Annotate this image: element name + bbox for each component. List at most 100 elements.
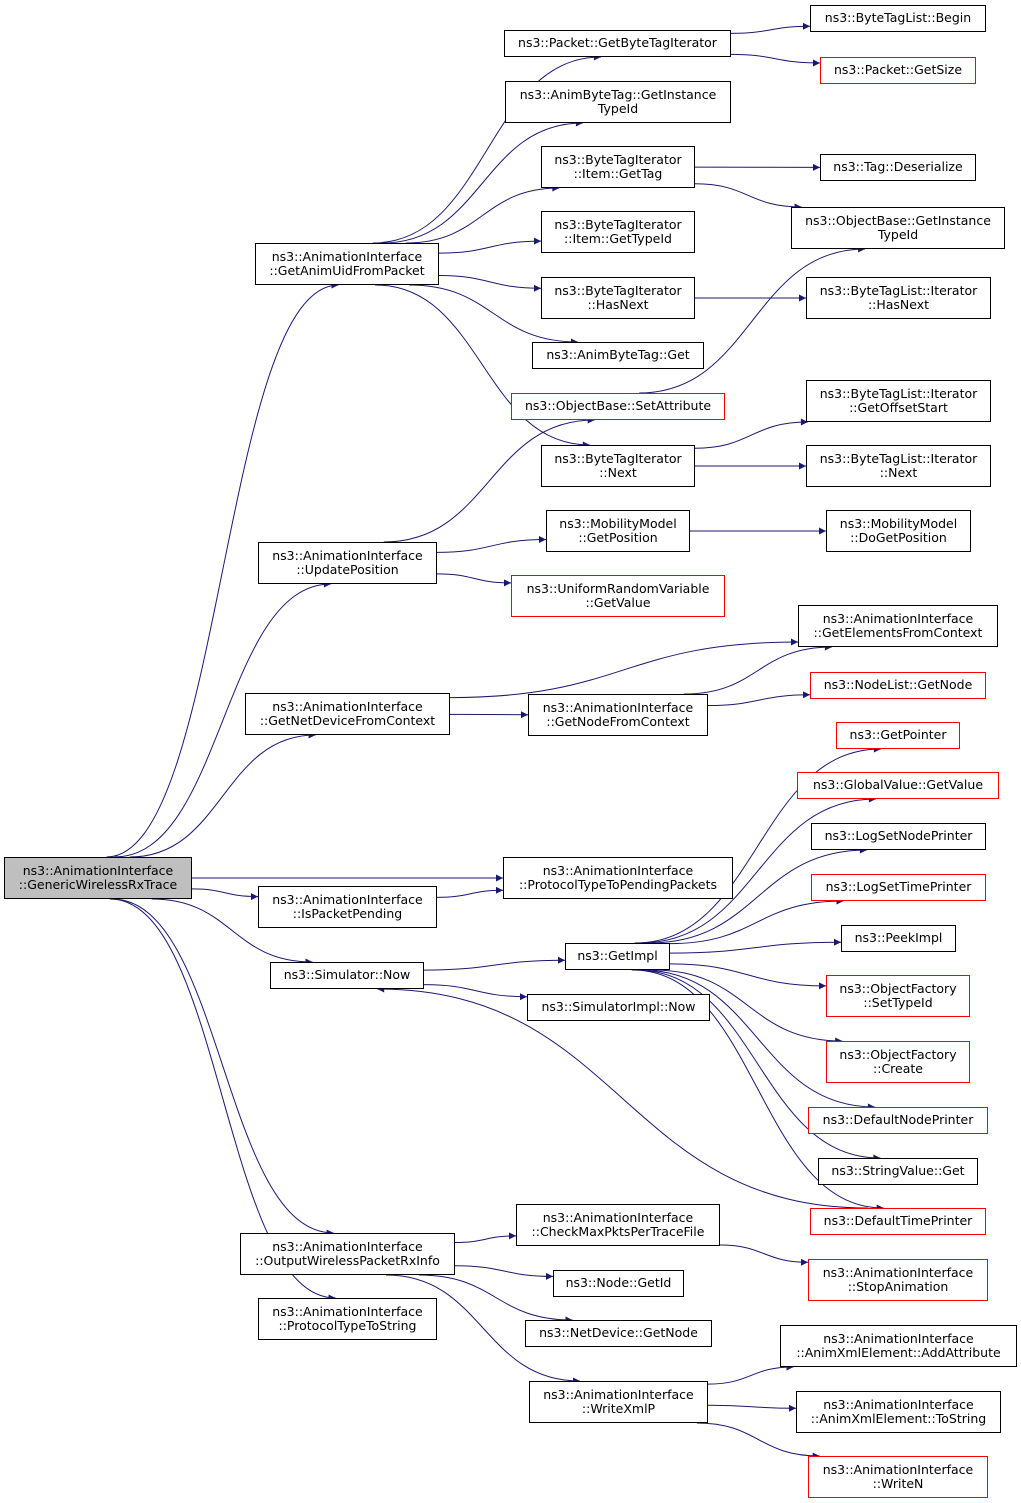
node-outputWireless[interactable]: ns3::AnimationInterface::OutputWirelessP… bbox=[240, 1233, 455, 1275]
node-btlIterGetOffset[interactable]: ns3::ByteTagList::Iterator::GetOffsetSta… bbox=[806, 380, 991, 422]
node-label-line: ns3::AnimationInterface bbox=[272, 1303, 423, 1319]
edge-getAnimUid-to-btiItemGetTypeId bbox=[438, 237, 542, 254]
edge-isPacketPending-to-protoToPending bbox=[436, 886, 504, 898]
edge-outputWireless-to-checkMaxPkts bbox=[454, 1232, 517, 1243]
node-label-line: ::AnimXmlElement::AddAttribute bbox=[796, 1345, 1001, 1360]
node-objFactorySetTypeId[interactable]: ns3::ObjectFactory::SetTypeId bbox=[826, 975, 970, 1017]
node-stopAnimation[interactable]: ns3::AnimationInterface::StopAnimation bbox=[808, 1259, 988, 1301]
node-globalValueGetValue[interactable]: ns3::GlobalValue::GetValue bbox=[797, 772, 999, 799]
node-writeXmlP[interactable]: ns3::AnimationInterface::WriteXmlP bbox=[529, 1381, 708, 1423]
node-label-line: TypeId bbox=[877, 227, 919, 242]
edge-getImpl-to-logSetNodePrinter bbox=[649, 846, 867, 944]
edge-getImpl-to-stringValueGet bbox=[635, 969, 881, 1162]
node-netDevGetNode[interactable]: ns3::NetDevice::GetNode bbox=[525, 1320, 712, 1347]
edge-simNow-to-simImplNow bbox=[423, 984, 528, 1001]
node-btiItemGetTypeId[interactable]: ns3::ByteTagIterator::Item::GetTypeId bbox=[541, 211, 695, 253]
node-getNodeFromContext[interactable]: ns3::AnimationInterface::GetNodeFromCont… bbox=[528, 694, 708, 736]
edge-getNodeFromContext-to-nodeListGetNode bbox=[707, 691, 811, 706]
edge-getByteTagIter-to-btlBegin bbox=[730, 22, 811, 34]
node-label-line: ::GetNetDeviceFromContext bbox=[259, 713, 436, 728]
node-animXmlToString[interactable]: ns3::AnimationInterface::AnimXmlElement:… bbox=[796, 1391, 1001, 1433]
node-label-line: ns3::AnimationInterface bbox=[272, 891, 423, 907]
node-protoToString[interactable]: ns3::AnimationInterface::ProtocolTypeToS… bbox=[258, 1298, 437, 1340]
edge-getImpl-to-defaultTimePrinter bbox=[631, 969, 884, 1212]
node-label-line: ::DoGetPosition bbox=[850, 530, 947, 545]
node-tagDeserialize[interactable]: ns3::Tag::Deserialize bbox=[820, 154, 976, 181]
node-getElements[interactable]: ns3::AnimationInterface::GetElementsFrom… bbox=[798, 605, 998, 647]
node-label-line: ns3::ByteTagList::Iterator bbox=[819, 385, 978, 401]
node-label-line: ::WriteXmlP bbox=[581, 1401, 656, 1416]
edge-root-to-protoToString bbox=[109, 898, 336, 1302]
node-getPointer[interactable]: ns3::GetPointer bbox=[836, 722, 960, 749]
node-animByteTagGet[interactable]: ns3::AnimByteTag::Get bbox=[532, 342, 704, 369]
node-simNow[interactable]: ns3::Simulator::Now bbox=[270, 962, 424, 989]
edge-getImpl-to-objFactoryCreate bbox=[653, 969, 843, 1045]
node-label-line: ::ProtocolTypeToString bbox=[278, 1318, 417, 1333]
edge-getNetDevice-to-getElements bbox=[449, 638, 799, 699]
edge-simNow-to-getImpl bbox=[423, 956, 566, 971]
edge-root-to-simNow bbox=[151, 898, 313, 966]
node-protoToPending[interactable]: ns3::AnimationInterface::ProtocolTypeToP… bbox=[503, 857, 733, 899]
node-getImpl[interactable]: ns3::GetImpl bbox=[565, 943, 670, 970]
node-label-line: ns3::LogSetTimePrinter bbox=[825, 879, 972, 895]
node-peekImpl[interactable]: ns3::PeekImpl bbox=[841, 925, 956, 952]
node-setAttribute[interactable]: ns3::ObjectBase::SetAttribute bbox=[511, 393, 725, 420]
node-writeN[interactable]: ns3::AnimationInterface::WriteN bbox=[808, 1456, 988, 1498]
node-label-line: ::OutputWirelessPacketRxInfo bbox=[255, 1253, 440, 1268]
node-addAttribute[interactable]: ns3::AnimationInterface::AnimXmlElement:… bbox=[780, 1325, 1017, 1367]
edge-outputWireless-to-writeXmlP bbox=[385, 1274, 581, 1385]
node-label-line: ns3::LogSetNodePrinter bbox=[824, 828, 973, 844]
node-getAnimUid[interactable]: ns3::AnimationInterface::GetAnimUidFromP… bbox=[255, 243, 439, 285]
node-label-line: ::HasNext bbox=[867, 297, 930, 312]
node-simImplNow[interactable]: ns3::SimulatorImpl::Now bbox=[527, 994, 710, 1021]
node-label-line: ns3::MobilityModel bbox=[839, 515, 958, 531]
node-label-line: ::AnimXmlElement::ToString bbox=[810, 1411, 987, 1426]
node-btiNext[interactable]: ns3::ByteTagIterator::Next bbox=[541, 445, 695, 487]
node-logSetTimePrinter[interactable]: ns3::LogSetTimePrinter bbox=[811, 874, 986, 901]
node-label-line: ns3::SimulatorImpl::Now bbox=[541, 999, 696, 1015]
node-getNetDevice[interactable]: ns3::AnimationInterface::GetNetDeviceFro… bbox=[245, 693, 450, 735]
node-label-line: ns3::MobilityModel bbox=[559, 515, 677, 531]
node-label-line: ::Item::GetTag bbox=[573, 166, 663, 181]
node-label-line: ns3::AnimationInterface bbox=[272, 1238, 423, 1254]
node-label-line: ns3::DefaultNodePrinter bbox=[822, 1112, 974, 1128]
edge-writeXmlP-to-animXmlToString bbox=[707, 1404, 797, 1412]
node-logSetNodePrinter[interactable]: ns3::LogSetNodePrinter bbox=[811, 823, 986, 850]
edge-outputWireless-to-netDevGetNode bbox=[419, 1274, 573, 1324]
node-defaultNodePrinter[interactable]: ns3::DefaultNodePrinter bbox=[808, 1107, 988, 1134]
node-label-line: ns3::AnimByteTag::GetInstance bbox=[519, 86, 717, 102]
node-btlBegin[interactable]: ns3::ByteTagList::Begin bbox=[810, 5, 986, 32]
node-btlIterHasNext[interactable]: ns3::ByteTagList::Iterator::HasNext bbox=[806, 277, 991, 319]
node-label-line: ns3::AnimationInterface bbox=[822, 610, 974, 626]
node-label-line: ::Create bbox=[873, 1061, 923, 1076]
node-label-line: ns3::AnimationInterface bbox=[822, 1264, 974, 1280]
node-btiItemGetTag[interactable]: ns3::ByteTagIterator::Item::GetTag bbox=[541, 146, 695, 188]
node-checkMaxPkts[interactable]: ns3::AnimationInterface::CheckMaxPktsPer… bbox=[516, 1204, 720, 1246]
node-packetGetSize[interactable]: ns3::Packet::GetSize bbox=[820, 57, 976, 84]
node-defaultTimePrinter[interactable]: ns3::DefaultTimePrinter bbox=[810, 1208, 986, 1235]
node-label-line: ::GetElementsFromContext bbox=[813, 625, 983, 640]
node-btlIterNext[interactable]: ns3::ByteTagList::Iterator::Next bbox=[806, 445, 991, 487]
node-isPacketPending[interactable]: ns3::AnimationInterface::IsPacketPending bbox=[258, 886, 437, 928]
node-mobilityGetPos[interactable]: ns3::MobilityModel::GetPosition bbox=[546, 510, 690, 552]
edge-getImpl-to-logSetTimePrinter bbox=[669, 897, 844, 945]
node-label-line: ::GetValue bbox=[585, 595, 651, 610]
node-updatePosition[interactable]: ns3::AnimationInterface::UpdatePosition bbox=[258, 542, 437, 584]
node-label-line: ns3::Simulator::Now bbox=[283, 967, 411, 983]
node-btiHasNext[interactable]: ns3::ByteTagIterator::HasNext bbox=[541, 277, 695, 319]
node-label-line: ns3::ByteTagList::Iterator bbox=[819, 282, 978, 298]
node-label-line: ns3::GetImpl bbox=[577, 948, 658, 964]
node-label-line: ns3::GetPointer bbox=[849, 727, 947, 743]
node-getByteTagIter[interactable]: ns3::Packet::GetByteTagIterator bbox=[504, 30, 731, 57]
node-nodeListGetNode[interactable]: ns3::NodeList::GetNode bbox=[810, 672, 986, 699]
node-label-line: ns3::Packet::GetSize bbox=[833, 62, 963, 78]
node-label-line: ::HasNext bbox=[587, 297, 649, 312]
node-mobilityDoGetPos[interactable]: ns3::MobilityModel::DoGetPosition bbox=[826, 510, 971, 552]
node-nodeGetId[interactable]: ns3::Node::GetId bbox=[553, 1270, 684, 1297]
node-uniformGetValue[interactable]: ns3::UniformRandomVariable::GetValue bbox=[511, 575, 725, 617]
node-stringValueGet[interactable]: ns3::StringValue::Get bbox=[818, 1158, 978, 1185]
edge-checkMaxPkts-to-stopAnimation bbox=[719, 1244, 809, 1266]
node-objFactoryCreate[interactable]: ns3::ObjectFactory::Create bbox=[826, 1041, 970, 1083]
